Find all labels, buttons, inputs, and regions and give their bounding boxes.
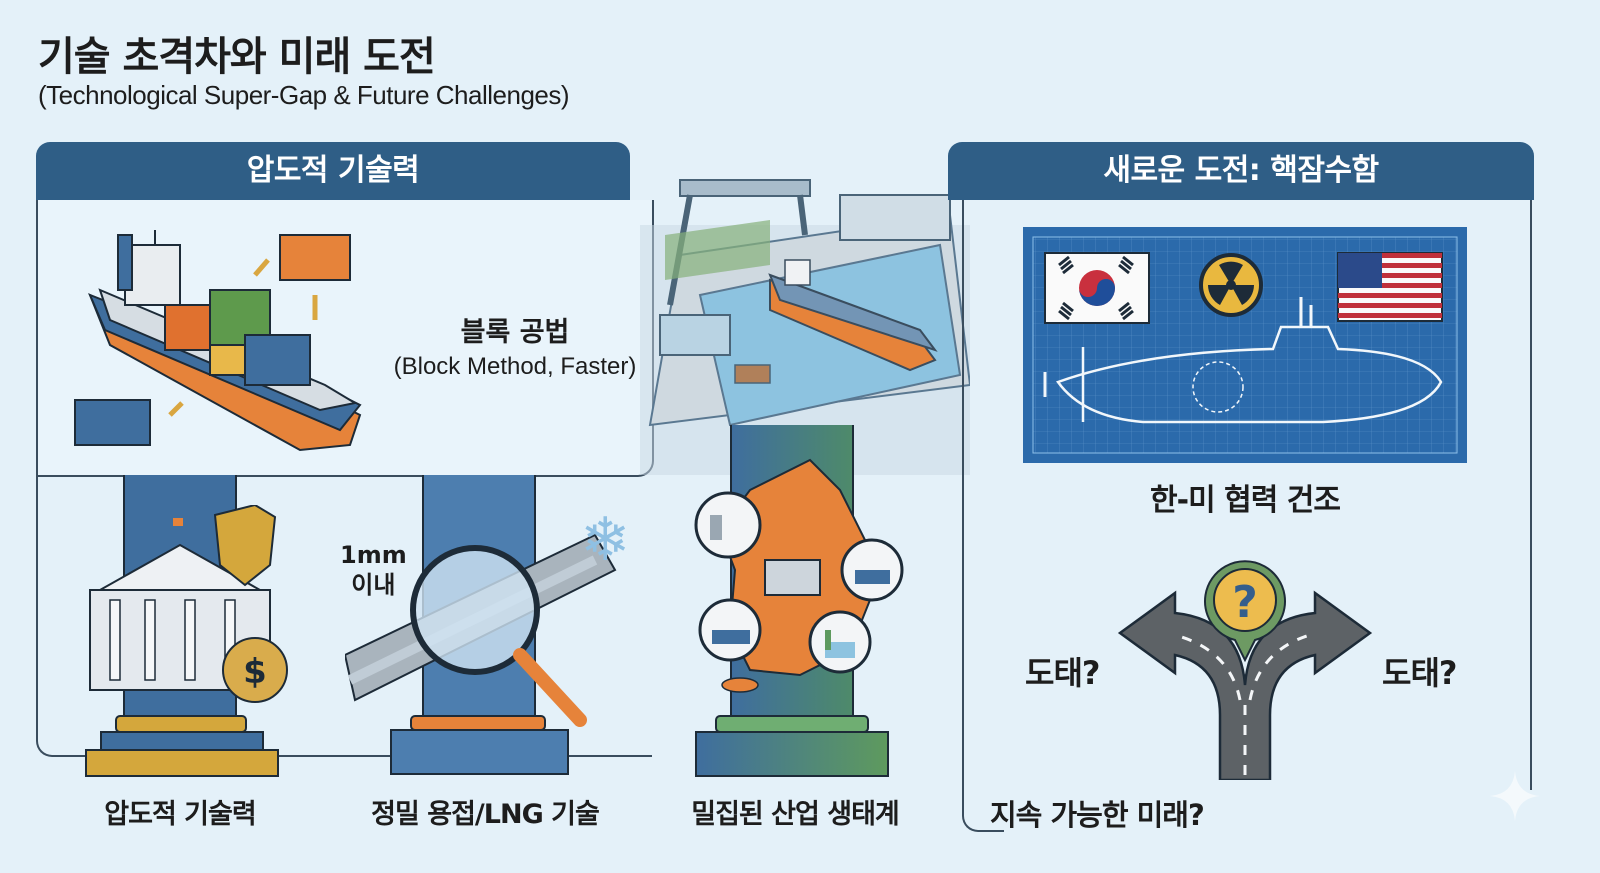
svg-text:❄: ❄ <box>580 505 625 575</box>
pillar-base <box>390 729 569 775</box>
pillar-plinth <box>85 749 279 777</box>
precision-annotation: 1mm 이내 <box>340 540 407 600</box>
blueprint-caption: 한-미 협력 건조 <box>1150 483 1341 518</box>
svg-text:$: $ <box>243 652 267 692</box>
left-panel-header: 압도적 기술력 <box>36 142 630 200</box>
right-panel: 새로운 도전: 핵잠수함 <box>948 142 1534 200</box>
right-panel-outline <box>962 200 1004 832</box>
crossroads-right-label: 도태? <box>1382 654 1457 692</box>
block-method-title: 블록 공법 <box>460 317 570 348</box>
annotation-within: 이내 <box>351 571 396 599</box>
annotation-1mm: 1mm <box>340 541 407 569</box>
page-subtitle: (Technological Super-Gap & Future Challe… <box>38 80 570 110</box>
sparkle-icon <box>1490 771 1540 821</box>
right-panel-header: 새로운 도전: 핵잠수함 <box>948 142 1534 200</box>
left-panel-outline <box>36 200 652 757</box>
left-panel: 압도적 기술력 <box>36 142 630 200</box>
pillar-base <box>695 731 889 777</box>
pillar-label-welding: 정밀 용접/LNG 기술 <box>371 799 600 830</box>
korea-map-icon <box>694 458 904 693</box>
magnifying-glass-icon: ❄ <box>345 505 625 727</box>
page-title: 기술 초격차와 미래 도전 <box>38 34 436 80</box>
block-method-subtitle: (Block Method, Faster) <box>393 353 637 380</box>
crossroads-left-label: 도태? <box>1025 654 1100 692</box>
government-building-icon: $ <box>89 505 288 703</box>
pillar-label-technology: 압도적 기술력 <box>104 799 256 830</box>
svg-text:?: ? <box>1232 577 1258 628</box>
block-method-text: 블록 공법 (Block Method, Faster) <box>380 310 650 381</box>
crossroads-icon: ? <box>1117 560 1373 780</box>
crossroads-bottom-label: 지속 가능한 미래? <box>990 798 1205 832</box>
submarine-blueprint <box>1023 227 1467 463</box>
block-ship-illustration <box>74 230 362 452</box>
pillar-label-ecosystem: 밀집된 산업 생태계 <box>691 799 900 830</box>
right-panel-right-edge <box>1530 200 1532 790</box>
shipyard-illustration <box>640 179 970 475</box>
